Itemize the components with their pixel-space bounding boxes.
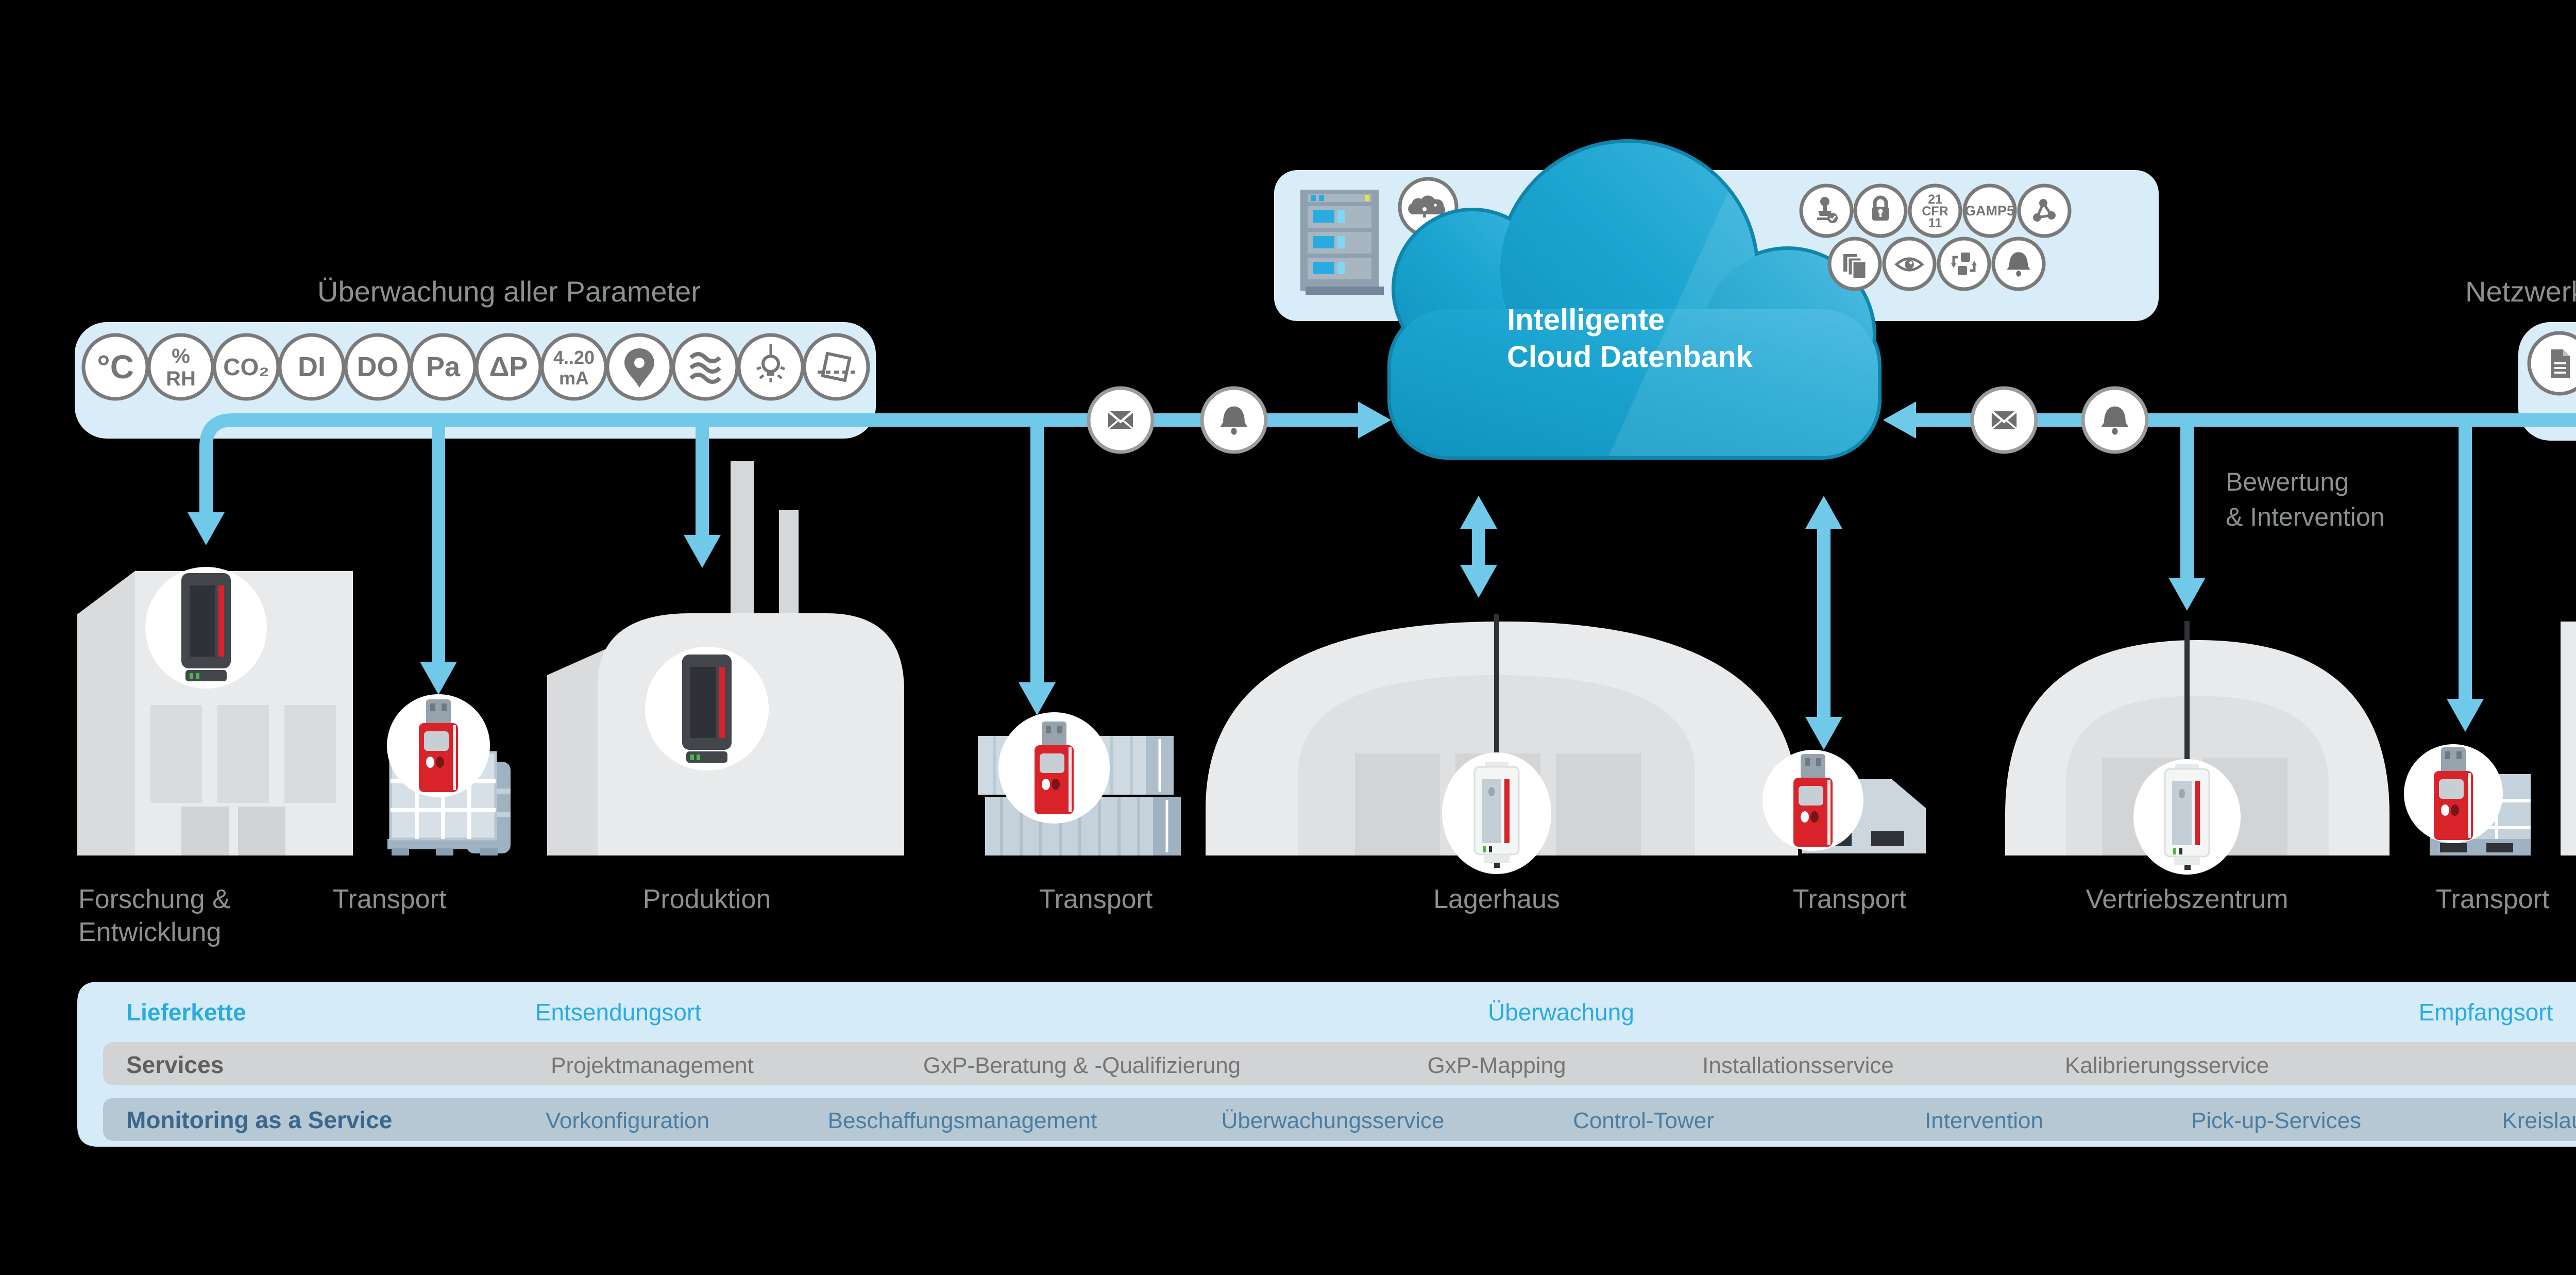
services-label: Services	[126, 1051, 224, 1078]
cloud-database: Intelligente Cloud Datenbank	[1387, 139, 1882, 460]
label-forschung-1: Forschung &	[78, 884, 230, 914]
maas-item: Intervention	[1925, 1108, 2043, 1133]
site-transport-2	[978, 712, 1181, 855]
label-transport-3: Transport	[1793, 884, 1907, 914]
vibration-icon	[671, 333, 739, 401]
server-rack-icon	[1300, 190, 1384, 295]
svg-text:ΔP: ΔP	[489, 351, 528, 382]
label-vertriebszentrum: Vertriebszentrum	[2086, 884, 2288, 914]
alarm-bell-icon	[2081, 386, 2149, 454]
do-icon: DO	[344, 333, 412, 401]
assessment-line1: Bewertung	[2226, 467, 2349, 496]
svg-text:DO: DO	[357, 351, 399, 382]
compliance-icons: 21 CFR 11 GAMP5	[1799, 183, 2072, 291]
supply-chain-item: Empfangsort	[2419, 999, 2553, 1026]
tilt-icon	[802, 333, 870, 401]
email-icon	[1970, 386, 2038, 454]
data-logger-device	[181, 573, 231, 681]
svg-text:21: 21	[1928, 192, 1942, 207]
current-loop-icon: 4..20 mA	[540, 333, 608, 401]
bands: Lieferkette Entsendungsort Überwachung E…	[77, 982, 2576, 1147]
delta-p-icon: ΔP	[474, 333, 543, 401]
maas-item: Control-Tower	[1573, 1108, 1714, 1133]
data-logger-device	[682, 655, 732, 763]
band-maas	[103, 1098, 2576, 1141]
eye-icon	[1882, 237, 1937, 291]
svg-text:GAMP5: GAMP5	[1965, 203, 2014, 219]
di-icon: DI	[278, 333, 346, 401]
flow-line-left	[199, 413, 1361, 515]
svg-text:4..20: 4..20	[553, 347, 595, 368]
gamp5-badge: GAMP5	[1962, 183, 2017, 238]
site-transport-1	[387, 694, 511, 855]
co2-icon: CO₂	[212, 333, 280, 401]
supply-chain-item: Überwachung	[1488, 999, 1634, 1026]
svg-text:%: %	[172, 345, 190, 367]
cfr-badge: 21 CFR 11	[1908, 183, 1962, 238]
site-labels: Forschung & Entwicklung Transport Produk…	[78, 884, 2550, 947]
assessment-label: Bewertung & Intervention	[2226, 467, 2385, 531]
email-icon	[1087, 386, 1155, 454]
maas-item: Vorkonfiguration	[546, 1108, 709, 1133]
pa-icon: Pa	[409, 333, 477, 401]
site-klinik	[2561, 622, 2576, 855]
wireless-logger-device	[2164, 763, 2210, 871]
svg-text:Pa: Pa	[426, 351, 461, 382]
band-services	[103, 1042, 2576, 1085]
svg-text:RH: RH	[166, 367, 196, 390]
site-vertriebszentrum	[2005, 621, 2389, 875]
alarm-bell-icon	[1200, 386, 1268, 454]
label-produktion: Produktion	[643, 884, 771, 914]
label-transport-1: Transport	[333, 884, 447, 914]
assessment-line2: & Intervention	[2226, 502, 2385, 531]
wireless-logger-device	[1473, 761, 1520, 869]
lock-icon	[1853, 183, 1908, 238]
label-transport-2: Transport	[1039, 884, 1153, 914]
cloud-title-line1: Intelligente	[1507, 303, 1665, 337]
supply-chain-label: Lieferkette	[126, 999, 246, 1026]
site-transport-3	[1762, 750, 1926, 853]
maas-label: Monitoring as a Service	[126, 1106, 392, 1133]
maas-item: Pick-up-Services	[2191, 1108, 2361, 1133]
services-item: Projektmanagement	[551, 1053, 754, 1078]
svg-text:CO₂: CO₂	[223, 354, 269, 380]
data-exchange-icon	[1937, 237, 1991, 291]
site-forschung	[77, 567, 353, 855]
services-item: Kalibrierungsservice	[2065, 1053, 2269, 1078]
location-pin-icon	[605, 333, 673, 401]
maas-item: Beschaffungsmanagement	[828, 1108, 1097, 1133]
svg-text:11: 11	[1928, 216, 1942, 230]
svg-text:CFR: CFR	[1922, 204, 1948, 219]
network-nodes-icon	[2017, 183, 2072, 238]
maas-item: Kreislaufwirtschaft	[2502, 1108, 2576, 1133]
cloud-title-line2: Cloud Datenbank	[1507, 340, 1753, 374]
light-icon	[737, 333, 805, 401]
svg-text:mA: mA	[559, 367, 589, 389]
maas-item: Überwachungsservice	[1222, 1108, 1445, 1133]
services-item: GxP-Beratung & -Qualifizierung	[923, 1053, 1241, 1078]
network-icons	[2527, 331, 2576, 396]
site-lagerhaus	[1206, 614, 1798, 874]
flow-arrows	[188, 401, 2576, 750]
parameters-title: Überwachung aller Parameter	[317, 275, 701, 308]
site-produktion	[547, 461, 904, 855]
approval-stamp-icon	[1799, 183, 1854, 238]
label-transport-4: Transport	[2436, 884, 2550, 914]
supply-chain-item: Entsendungsort	[535, 999, 701, 1026]
site-transport-4	[2404, 744, 2531, 855]
svg-text:DI: DI	[298, 351, 326, 382]
network-title: Netzwerkkommunikation	[2465, 275, 2576, 308]
documents-icon	[1827, 237, 1882, 291]
datasheet-icon	[2527, 331, 2576, 396]
services-item: Installationsservice	[1702, 1053, 1894, 1078]
notification-icons	[1087, 386, 2149, 454]
svg-text:°C: °C	[97, 348, 134, 385]
parameter-icons: °C % RH CO₂ DI DO Pa ΔP 4..20	[81, 333, 870, 401]
label-lagerhaus: Lagerhaus	[1433, 884, 1560, 914]
label-forschung-2: Entwicklung	[78, 917, 221, 947]
temperature-icon: °C	[81, 333, 149, 401]
alarm-bell-icon	[1991, 237, 2046, 291]
humidity-icon: % RH	[147, 333, 215, 401]
services-item: GxP-Mapping	[1427, 1053, 1566, 1078]
